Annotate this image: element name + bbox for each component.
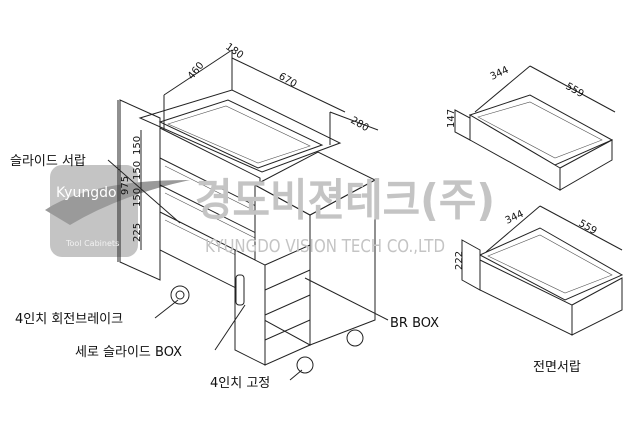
watermark-text: Kyungdo Tool Cabinets 경도비젼테크(주) KYUNGDO … [56,175,495,257]
slide-box-handle [235,274,245,306]
caster-brake-icon [170,285,190,305]
label-front-drawer: 전면서랍 [533,360,581,375]
dim-460: 460 [186,60,207,82]
dimension-lines [117,49,379,262]
label-vertical-slide-box: 세로 슬라이드 BOX [75,345,182,360]
cabinet [119,50,377,374]
small-drawer-depth: 344 [489,65,511,83]
drawer-large [461,205,624,336]
watermark-sub: Tool Cabinets [65,239,119,248]
watermark-company-en: KYUNGDO VISION TECH CO.,LTD [205,236,445,257]
dim-drawer-3: 150 [132,188,143,207]
dim-280: 280 [349,115,371,134]
dim-180: 180 [223,41,245,61]
dim-drawer-1: 150 [132,136,143,155]
dim-drawer-2: 150 [132,161,143,180]
watermark-logo [45,165,190,257]
drawer-small [454,65,616,191]
watermark-company-kr: 경도비젼테크(주) [195,175,495,226]
watermark-brand: Kyungdo [56,185,117,201]
watermark-swoosh-icon [45,180,190,225]
callout-leaders [107,159,389,381]
label-caster-swivel-brake: 4인치 회전브레이크 [15,312,123,327]
label-slide-drawer: 슬라이드 서랍 [10,154,86,169]
small-drawer-length: 559 [564,81,586,100]
label-caster-fixed: 4인치 고정 [210,376,270,391]
large-drawer-height: 222 [454,251,465,270]
label-br-box: BR BOX [390,316,439,331]
caster-fixed-icon [296,356,314,374]
large-drawer-depth: 344 [504,209,526,227]
small-drawer-height: 147 [446,109,457,128]
dim-670: 670 [277,71,299,90]
dim-drawer-4: 225 [132,223,143,242]
large-drawer-length: 559 [577,218,599,237]
dim-975: 975 [120,176,131,195]
